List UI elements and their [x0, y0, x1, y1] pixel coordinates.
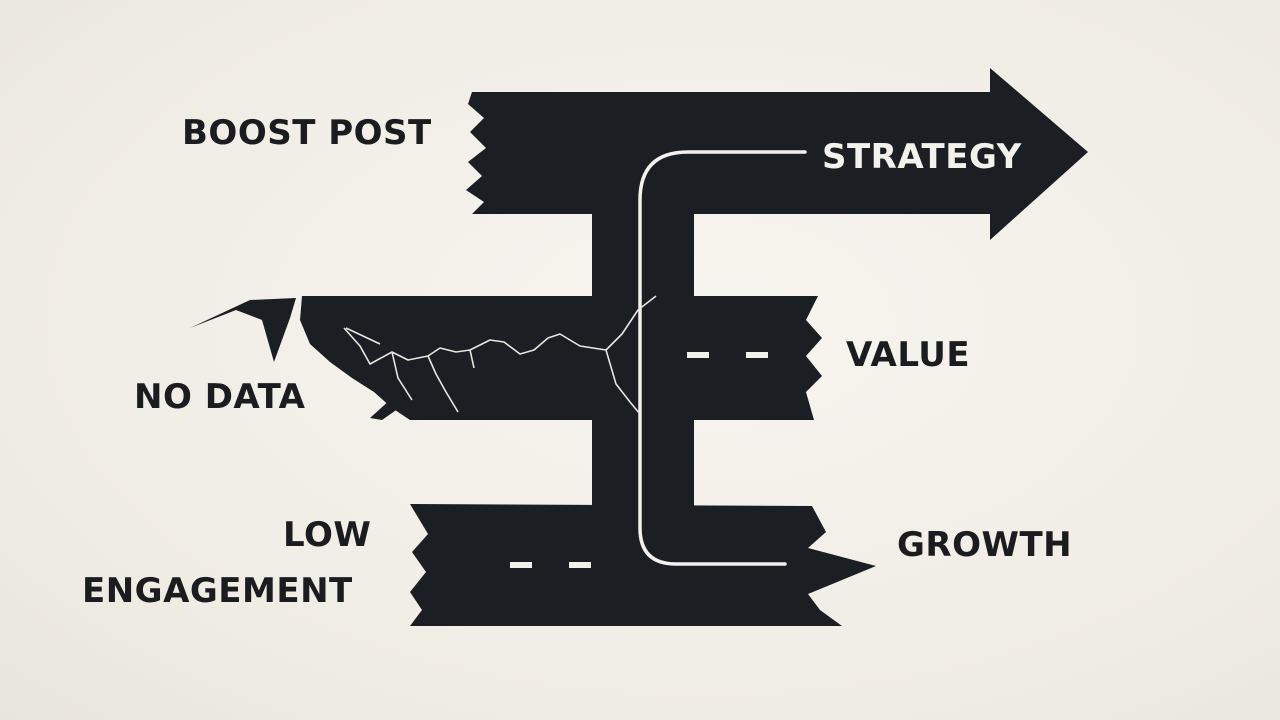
lane-dash	[746, 352, 768, 358]
lane-dash	[510, 562, 532, 568]
crack-sliver	[374, 374, 400, 392]
lane-dash	[569, 562, 591, 568]
broken-road-chunk	[190, 298, 296, 362]
lane-dash	[687, 352, 709, 358]
growth-path-line	[638, 150, 807, 566]
road-cracks	[343, 295, 657, 415]
label-no-data: NO DATA	[134, 377, 306, 417]
crack-sliver	[370, 398, 402, 420]
bottom-road	[410, 504, 876, 626]
middle-road	[300, 296, 822, 420]
label-engagement: ENGAGEMENT	[82, 571, 353, 611]
label-strategy: STRATEGY	[822, 137, 1022, 177]
top-arrow-road	[466, 68, 1088, 240]
label-low: LOW	[283, 515, 372, 555]
label-boost-post: BOOST POST	[182, 113, 432, 153]
label-value: VALUE	[846, 335, 971, 375]
label-growth: GROWTH	[897, 525, 1073, 565]
